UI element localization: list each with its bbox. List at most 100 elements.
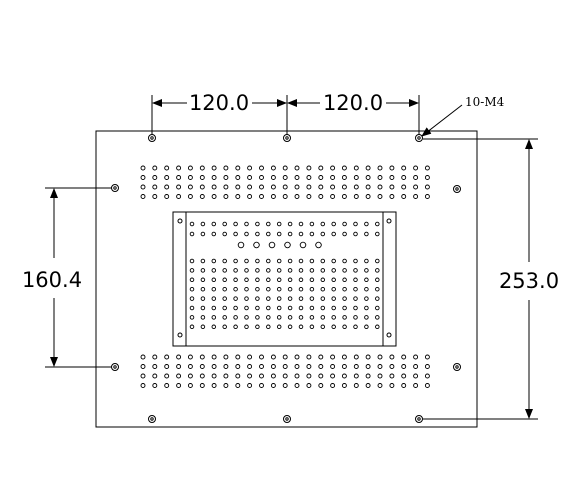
vent-hole — [364, 315, 369, 320]
vent-hole — [266, 258, 271, 264]
panel-corner-hole — [386, 332, 392, 338]
round-hole — [268, 241, 276, 249]
vent-hole — [306, 364, 312, 369]
vent-hole — [152, 383, 158, 388]
vent-hole — [276, 296, 282, 301]
vent-hole — [199, 184, 205, 190]
vent-hole — [298, 315, 304, 320]
vent-hole — [342, 258, 347, 264]
vent-hole — [401, 354, 407, 360]
vent-hole — [270, 383, 276, 388]
vent-hole — [282, 165, 288, 171]
vent-hole — [413, 364, 419, 369]
vent-hole — [287, 268, 293, 273]
vent-hole — [389, 364, 395, 369]
vent-hole — [189, 296, 195, 301]
vent-hole — [176, 184, 182, 190]
vent-hole — [330, 383, 336, 388]
vent-hole — [298, 231, 304, 237]
vent-hole — [176, 383, 182, 388]
vent-hole — [298, 277, 304, 283]
vent-hole — [266, 324, 271, 330]
vent-hole — [309, 324, 315, 330]
vent-hole — [294, 175, 300, 180]
vent-hole — [247, 165, 253, 171]
vent-hole — [389, 165, 395, 171]
vent-hole — [342, 277, 347, 283]
mount-hole — [148, 415, 156, 423]
vent-hole — [164, 194, 170, 199]
vent-hole — [223, 184, 229, 190]
vent-hole — [341, 354, 347, 360]
vent-hole — [199, 373, 205, 379]
vent-hole — [377, 165, 383, 171]
vent-hole — [353, 175, 359, 180]
vent-hole — [413, 184, 419, 190]
vent-hole — [287, 305, 293, 311]
vent-hole — [276, 268, 282, 273]
vent-hole — [189, 305, 195, 311]
vent-hole — [211, 231, 217, 237]
vent-hole — [365, 383, 371, 388]
vent-hole — [282, 373, 288, 379]
vent-hole — [306, 383, 312, 388]
top-hole-strip — [140, 165, 430, 199]
vent-hole — [309, 305, 315, 311]
vent-hole — [282, 184, 288, 190]
vent-hole — [342, 296, 347, 301]
vent-hole — [306, 354, 312, 360]
vent-hole — [189, 277, 195, 283]
vent-hole — [235, 194, 241, 199]
vent-hole — [353, 383, 359, 388]
vent-hole — [199, 354, 205, 360]
vent-hole — [320, 315, 326, 320]
vent-hole — [235, 175, 241, 180]
vent-hole — [199, 165, 205, 171]
vent-hole — [255, 305, 260, 311]
round-hole — [237, 241, 245, 249]
vent-hole — [331, 277, 336, 283]
vent-hole — [140, 165, 146, 171]
vent-hole — [365, 175, 371, 180]
vent-hole — [309, 258, 315, 264]
vent-hole — [199, 364, 205, 369]
vent-hole — [187, 184, 193, 190]
center-panel-lower-holes — [189, 258, 380, 330]
vent-hole — [259, 383, 264, 388]
vent-hole — [318, 354, 324, 360]
vent-hole — [306, 373, 312, 379]
vent-hole — [377, 184, 383, 190]
vent-hole — [255, 324, 260, 330]
vent-hole — [152, 165, 158, 171]
vent-hole — [413, 373, 419, 379]
vent-hole — [276, 286, 282, 292]
vent-hole — [364, 231, 369, 237]
mount-hole — [453, 185, 461, 193]
vent-hole — [353, 324, 358, 330]
round-hole — [284, 241, 291, 249]
vent-hole — [235, 165, 241, 171]
bottom-hole-strip — [140, 354, 430, 388]
vent-hole — [375, 305, 380, 311]
vent-hole — [140, 175, 146, 180]
vent-hole — [341, 184, 347, 190]
vent-hole — [222, 286, 227, 292]
vent-hole — [276, 231, 282, 237]
vent-hole — [211, 221, 217, 227]
vent-hole — [309, 296, 315, 301]
vent-hole — [222, 231, 227, 237]
vent-hole — [244, 268, 249, 273]
vent-hole — [364, 305, 369, 311]
vent-hole — [152, 175, 158, 180]
vent-hole — [330, 373, 336, 379]
vent-hole — [282, 175, 288, 180]
vent-hole — [287, 324, 293, 330]
vent-hole — [276, 277, 282, 283]
vent-hole — [211, 383, 217, 388]
vent-hole — [200, 231, 206, 237]
vent-hole — [424, 383, 430, 388]
vent-hole — [364, 268, 369, 273]
vent-hole — [276, 305, 282, 311]
vent-hole — [318, 175, 324, 180]
vent-hole — [341, 194, 347, 199]
